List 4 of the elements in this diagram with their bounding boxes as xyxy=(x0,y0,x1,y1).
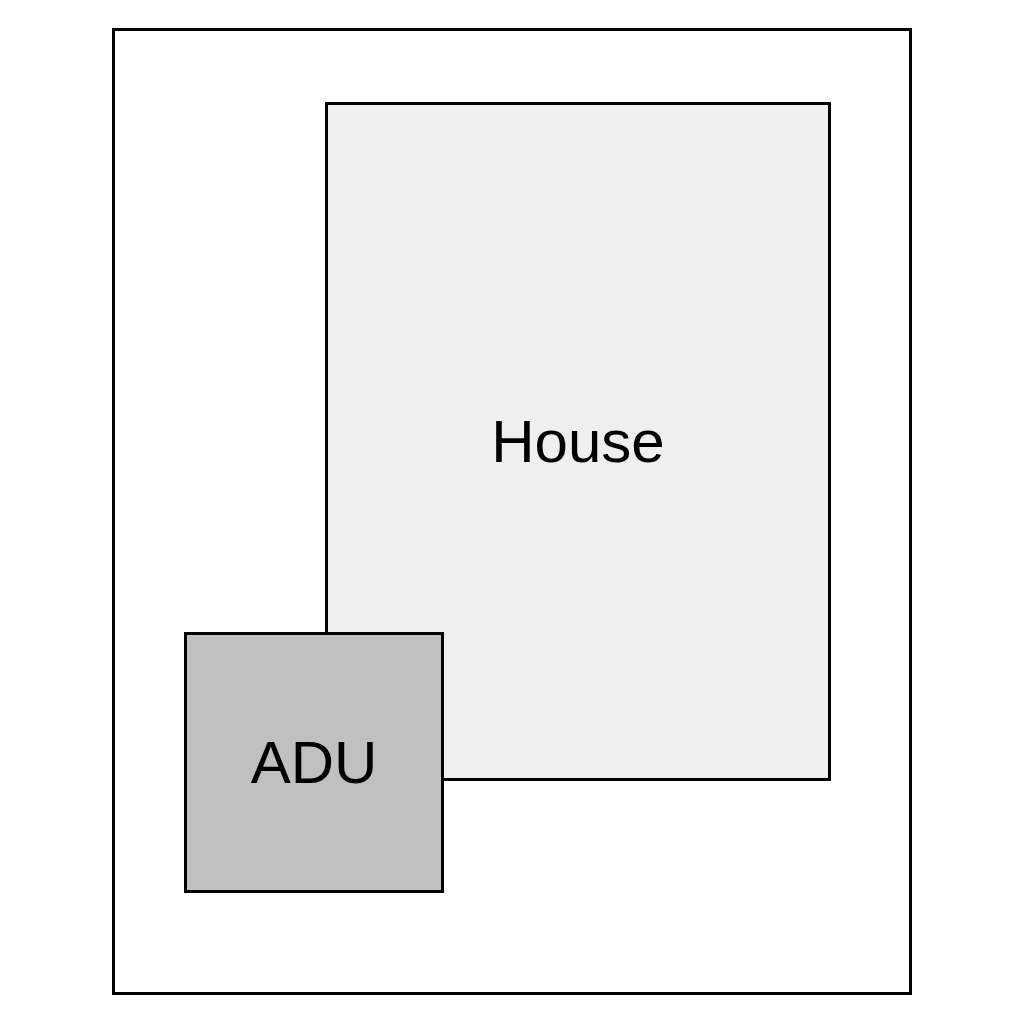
area-label: House xyxy=(491,411,665,472)
adu-footprint xyxy=(184,632,444,893)
lot-boundary xyxy=(112,28,912,995)
area-label: ADU xyxy=(250,732,378,793)
